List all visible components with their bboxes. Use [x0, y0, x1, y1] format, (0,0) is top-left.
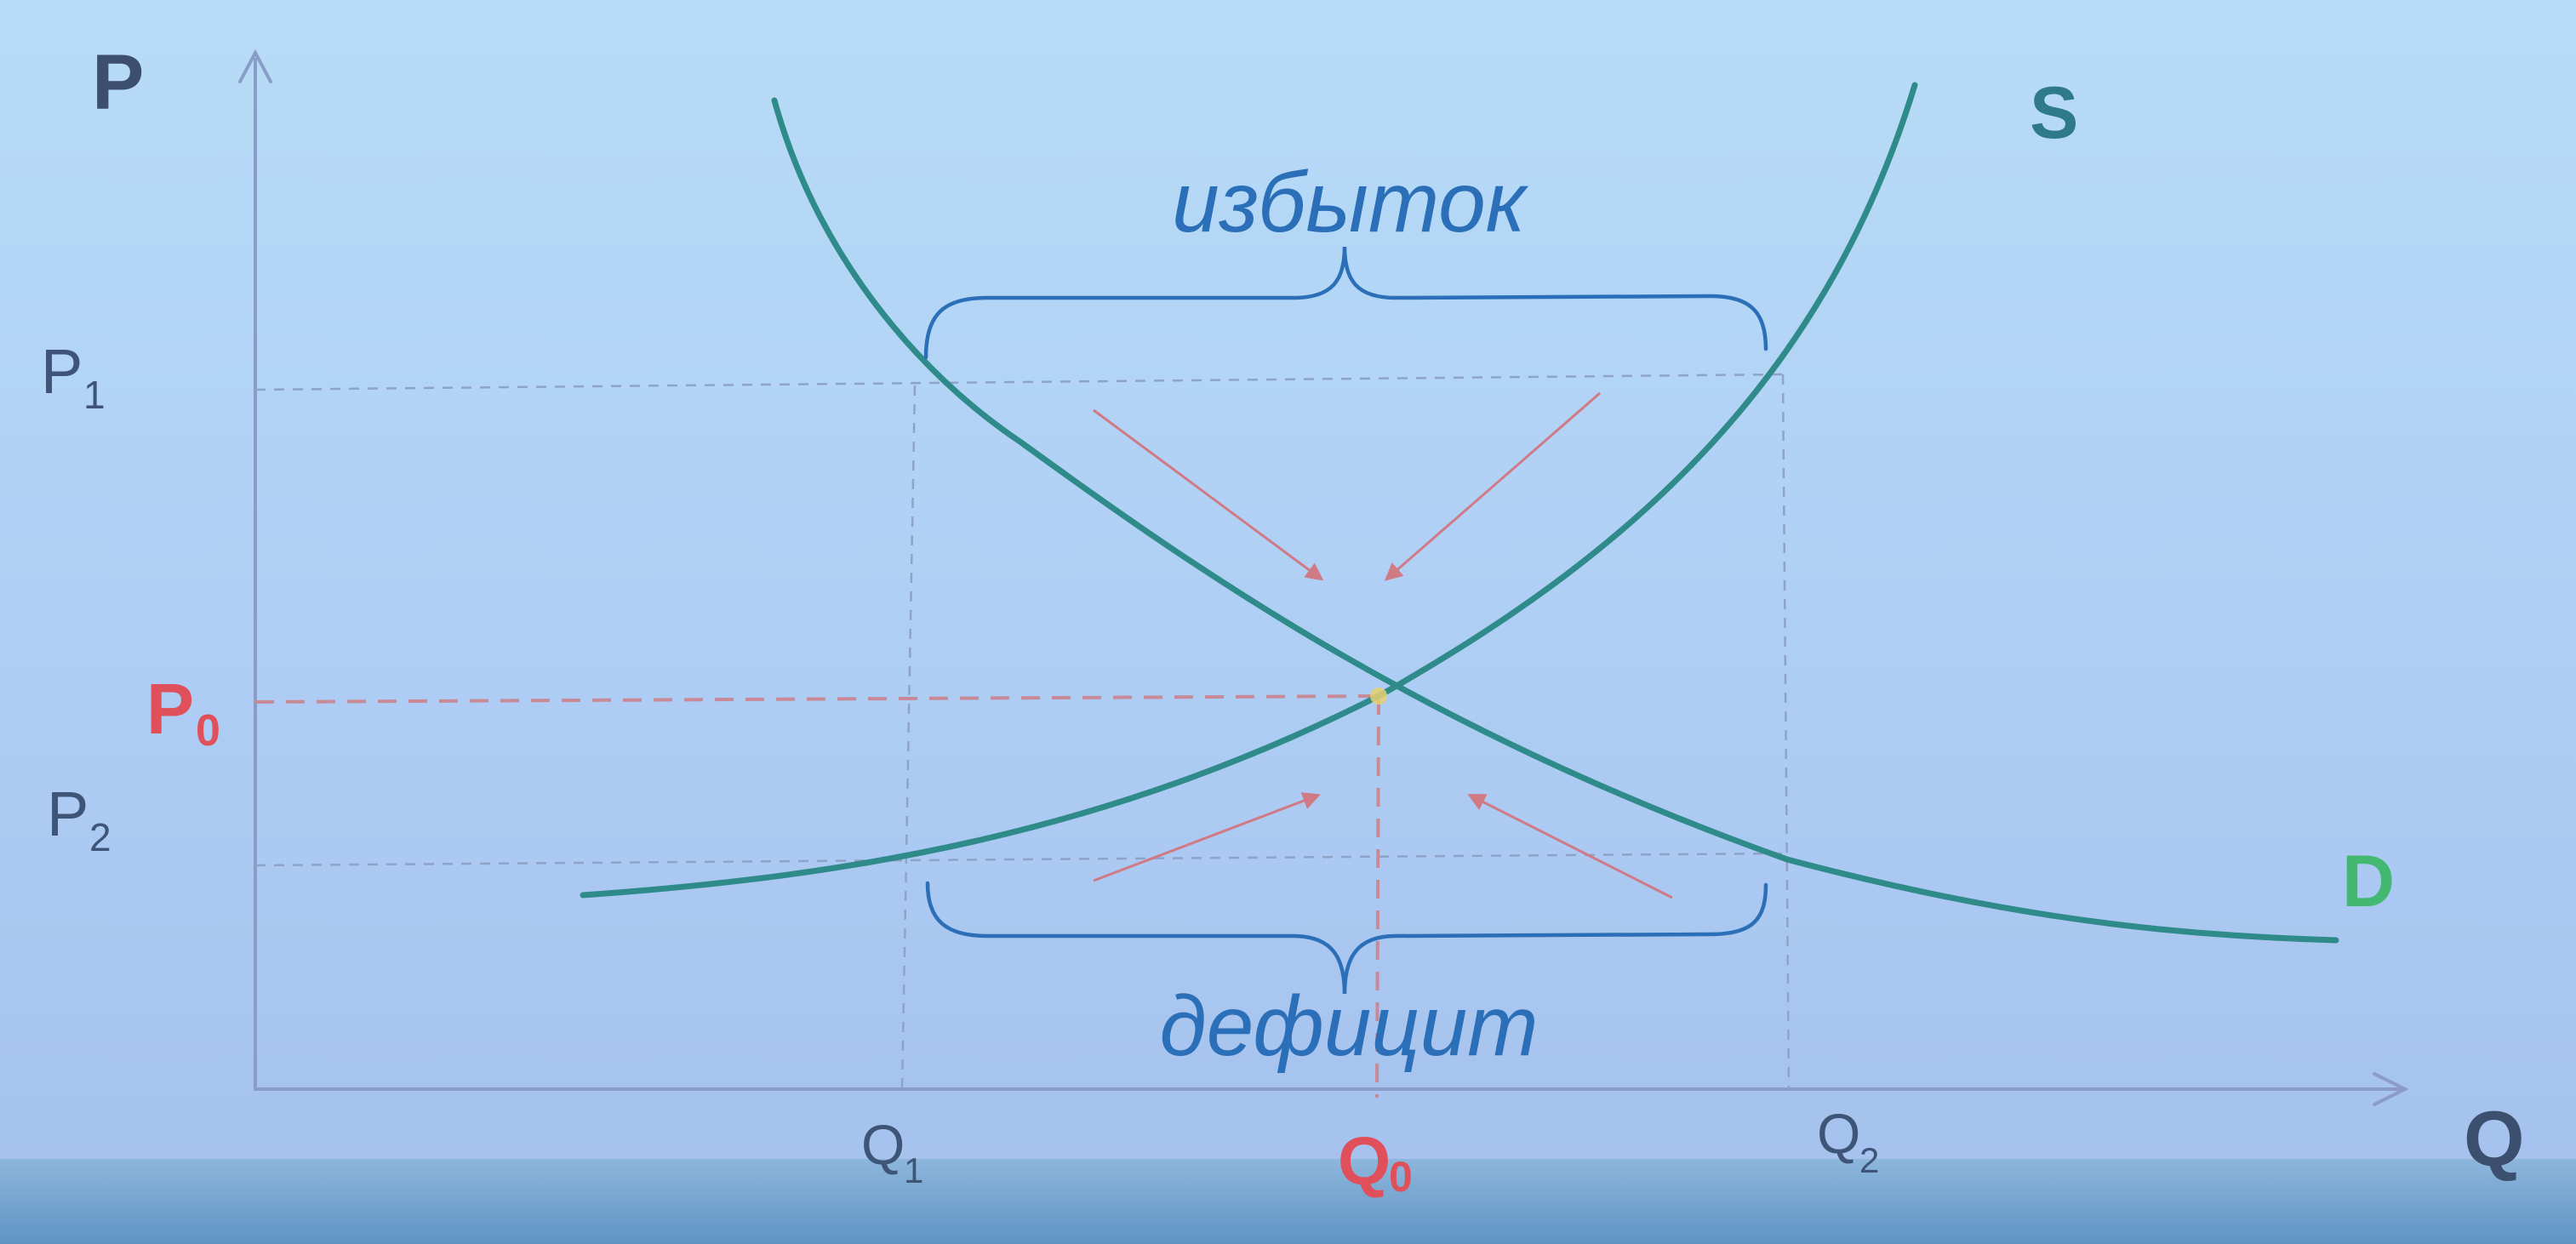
axes: [238, 49, 2409, 1106]
q2-guide: [1781, 374, 1791, 1090]
braces: [923, 246, 1768, 995]
guide-lines: [254, 373, 1791, 1098]
p0-label: P 0: [146, 669, 220, 756]
arrow-surplus-left: [1093, 408, 1324, 581]
p2-guide: [254, 852, 1784, 867]
q0-guide: [1375, 695, 1380, 1098]
arrow-shortage-left: [1093, 792, 1321, 882]
q1-label-base: Q: [861, 1113, 905, 1176]
y-axis-label: P: [92, 39, 144, 126]
arrow-shortage-right: [1467, 794, 1673, 899]
p2-label-sub: 2: [89, 815, 111, 859]
p1-label-base: P: [41, 336, 83, 407]
q1-label-sub: 1: [904, 1150, 923, 1190]
demand-label: D: [2342, 841, 2395, 922]
shortage-label: дефицит: [1159, 979, 1538, 1074]
q2-label: Q 2: [1817, 1102, 1879, 1180]
equilibrium-point: [1370, 688, 1387, 705]
x-axis-label: Q: [2464, 1096, 2525, 1183]
y-axis-arrow: [238, 49, 272, 83]
surplus-brace: [923, 246, 1768, 360]
q2-label-sub: 2: [1859, 1140, 1879, 1180]
p2-label: P 2: [47, 779, 111, 859]
q0-label-base: Q: [1338, 1123, 1391, 1199]
bottom-band: [0, 1159, 2576, 1244]
supply-label: S: [2030, 72, 2078, 154]
q1-guide: [900, 385, 917, 1090]
p1-guide: [254, 373, 1784, 391]
q0-label-sub: 0: [1389, 1153, 1413, 1201]
p0-label-base: P: [146, 669, 194, 749]
p1-label: P 1: [41, 336, 106, 417]
p1-label-sub: 1: [83, 373, 106, 417]
q2-label-base: Q: [1817, 1102, 1860, 1165]
surplus-label: избыток: [1172, 155, 1529, 250]
arrow-surplus-right: [1384, 391, 1601, 581]
demand-curve: [771, 97, 2339, 944]
shortage-brace: [925, 881, 1768, 995]
p0-label-sub: 0: [196, 706, 220, 756]
q1-label: Q 1: [861, 1113, 923, 1190]
p0-guide: [254, 694, 1379, 704]
adjustment-arrows: [1093, 391, 1673, 899]
x-axis-arrow: [2373, 1072, 2409, 1106]
p2-label-base: P: [47, 779, 89, 849]
q0-label: Q 0: [1338, 1123, 1413, 1201]
